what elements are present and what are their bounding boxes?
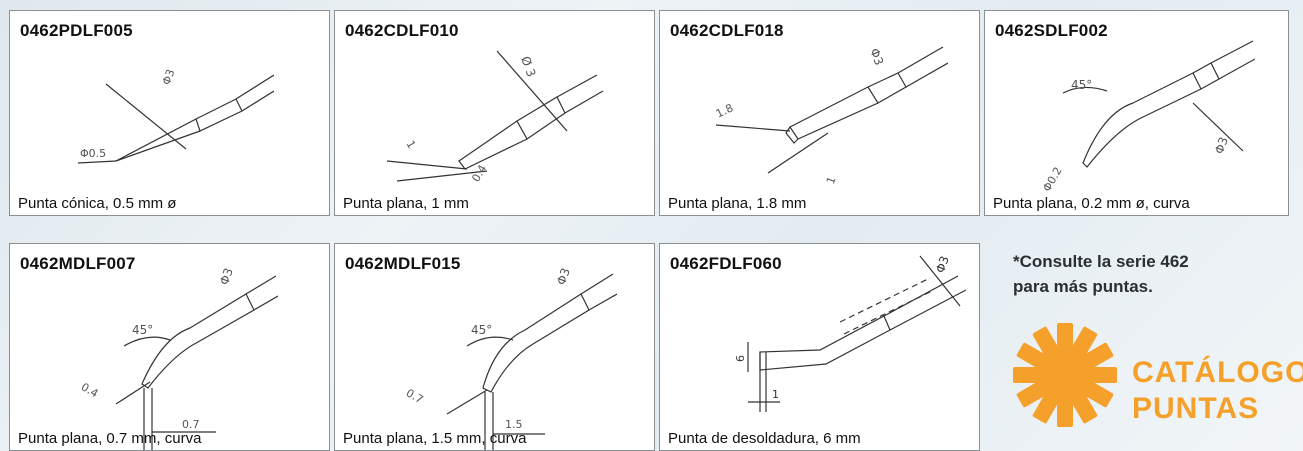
tip-drawing: Φ3 Φ0.5 [76,39,274,197]
tip-caption: Punta plana, 0.7 mm, curva [18,430,202,447]
tip-card-1[interactable]: Φ3 Φ0.5 0462PDLF005 Punta cónica, 0.5 mm… [9,10,330,216]
flat-tip-drawing: Φ3 1.8 1 [714,46,948,186]
tip-drawing: 45° Φ3 0.7 1.5 [395,254,617,450]
width-label: 1 [772,388,779,401]
sunburst-icon [1013,323,1117,427]
note-line-2: para más puntas. [1013,277,1153,296]
thickness-label: 1 [824,175,839,186]
conical-tip-drawing: Φ3 Φ0.5 [77,68,274,164]
diameter-label: Φ3 [1212,135,1231,156]
tip-code: 0462FDLF060 [670,254,782,273]
width-label: 1.5 [505,418,523,431]
tip-caption: Punta cónica, 0.5 mm ø [18,195,177,212]
diameter-label: Ø 3 [518,54,538,78]
angle-label: 45° [471,323,492,337]
tip-drawing: 45° Φ3 Φ0.2 [1043,33,1255,197]
tip-caption: Punta de desoldadura, 6 mm [668,430,861,447]
note-line-1: *Consulte la serie 462 [1013,252,1189,271]
catalog-link[interactable]: CATÁLOGO PUNTAS [1010,320,1303,451]
tip-diameter-label: Φ0.2 [1043,165,1065,194]
tip-drawing: Ø 3 1 0.4 [367,21,617,197]
tip-card-6[interactable]: 45° Φ3 0.7 1.5 0462MDLF015 Punta plana, … [334,243,655,451]
tip-card-2[interactable]: Ø 3 1 0.4 0462CDLF010 Punta plana, 1 mm [334,10,655,216]
tip-caption: Punta plana, 1 mm [343,195,469,212]
tip-code: 0462CDLF018 [670,21,784,40]
bent-tip-drawing: 45° Φ3 0.7 1.5 [404,266,617,450]
tip-code: 0462PDLF005 [20,21,133,40]
diameter-label: Φ3 [217,266,236,287]
tip-card-3[interactable]: Φ3 1.8 1 0462CDLF018 Punta plana, 1.8 mm [659,10,980,216]
tip-drawing: Φ3 1.8 1 [708,33,948,197]
desoldering-tip-drawing: 6 1 Φ3 [734,254,966,412]
tip-drawing: 45° Φ3 0.4 0.7 [66,254,278,450]
diameter-label: Φ3 [867,46,886,67]
flat-tip-drawing: Ø 3 1 0.4 [386,50,604,184]
width-label: 1.8 [714,101,735,120]
diameter-label: Φ3 [933,254,952,275]
bent-tip-drawing: 45° Φ3 0.4 0.7 [79,266,278,450]
tip-caption: Punta plana, 1.5 mm, curva [343,430,527,447]
tip-code: 0462MDLF015 [345,254,461,273]
a-label: 0.7 [404,386,426,406]
width-label: 0.7 [182,418,200,431]
angle-label: 45° [132,323,153,337]
tip-code: 0462CDLF010 [345,21,459,40]
tip-caption: Punta plana, 1.8 mm [668,195,807,212]
tip-caption: Punta plana, 0.2 mm ø, curva [993,195,1190,212]
tip-drawing: 6 1 Φ3 [720,252,966,432]
tip-code: 0462MDLF007 [20,254,136,273]
width-label: 1 [403,138,418,151]
height-label: 6 [734,355,747,362]
tip-card-7[interactable]: 6 1 Φ3 0462FDLF060 Punta de desoldadura,… [659,243,980,451]
a-label: 0.4 [79,380,101,400]
diameter-label: Φ3 [554,266,573,287]
diameter-label: Φ3 [160,68,178,87]
angle-label: 45° [1071,78,1092,92]
tip-card-4[interactable]: 45° Φ3 Φ0.2 0462SDLF002 Punta plana, 0.2… [984,10,1289,216]
tip-diameter-label: Φ0.5 [80,147,106,160]
tip-card-5[interactable]: 45° Φ3 0.4 0.7 0462MDLF007 Punta plana, … [9,243,330,451]
catalog-subtitle: PUNTAS [1132,392,1260,425]
tip-code: 0462SDLF002 [995,21,1108,40]
catalog-title: CATÁLOGO [1132,356,1303,389]
bent-tip-drawing: 45° Φ3 Φ0.2 [1043,40,1255,194]
series-note: *Consulte la serie 462 para más puntas. [1013,249,1273,299]
